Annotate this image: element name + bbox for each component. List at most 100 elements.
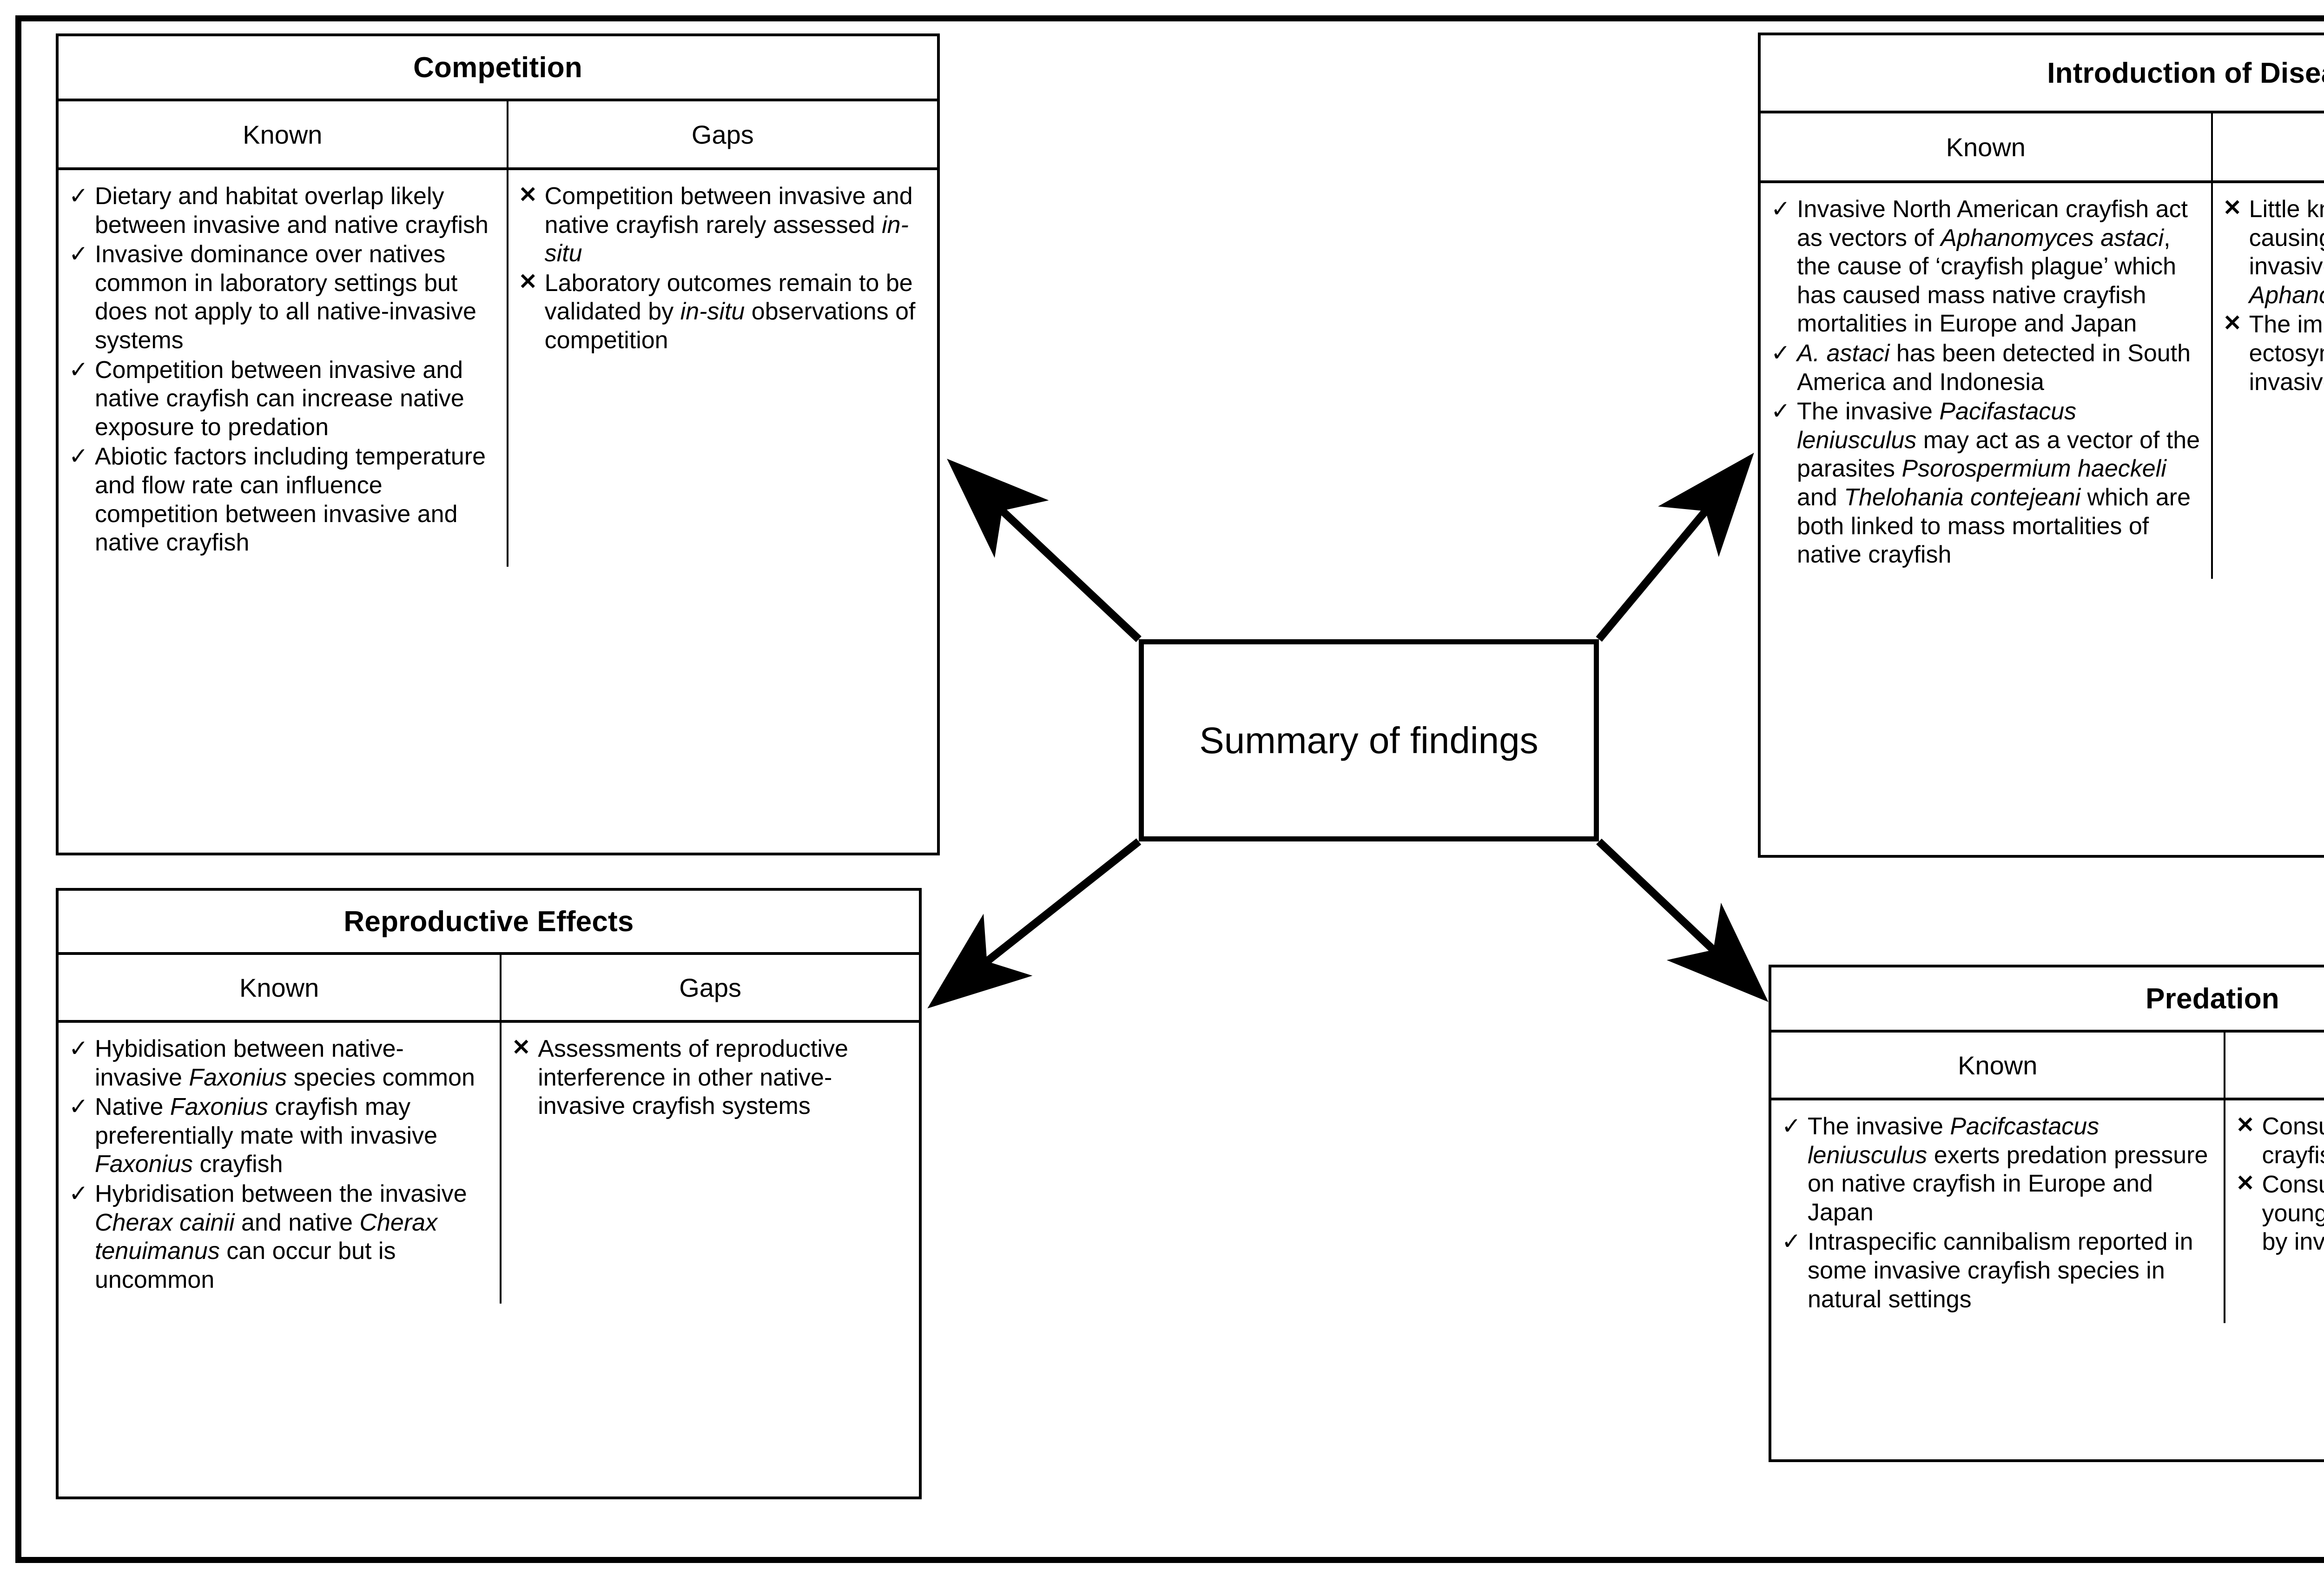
list-item: ✕ Laboratory outcomes remain to be valida… (516, 269, 928, 355)
check-icon: ✓ (69, 356, 88, 383)
cross-icon: ✕ (512, 1035, 531, 1060)
list-item-text: The invasive Pacifcastacus leniusculus e… (1808, 1113, 2208, 1226)
column-header-gaps: Gaps (691, 119, 754, 149)
quadrant-competition: Competition Known Gaps ✓ Dietary and habi… (56, 33, 940, 855)
arrow-to-competition (947, 458, 1142, 642)
check-icon: ✓ (69, 1035, 88, 1061)
column-header-known: Known (59, 955, 502, 1020)
gaps-list: ✕ Assessments of reproductive interferenc… (509, 1035, 910, 1121)
list-item-text: Abiotic factors including temperature an… (95, 443, 486, 556)
list-item-text: Consumption rates of juvenile or young-o… (2262, 1171, 2324, 1256)
cross-icon: ✕ (518, 183, 537, 207)
list-item-text: Native Faxonius crayfish may preferentia… (95, 1093, 437, 1178)
list-item: ✓ Hybidisation between native-invasive Fa… (66, 1035, 490, 1092)
list-item-text: Dietary and habitat overlap likely betwe… (95, 183, 489, 238)
gaps-list: ✕ Competition between invasive and native… (516, 182, 928, 355)
list-item: ✓A. astaci has been detected in South Am… (1768, 339, 2202, 397)
quadrant-title-disease: Introduction of Disease (1761, 35, 2324, 113)
cross-icon: ✕ (2236, 1113, 2255, 1138)
column-header-known: Known (1761, 113, 2213, 180)
known-list: ✓ The invasive Pacifcastacus leniusculus … (1779, 1112, 2214, 1314)
list-item-text: Laboratory outcomes remain to be validat… (544, 269, 916, 354)
gaps-cell: ✕ Little known about other disease-causin… (2213, 183, 2324, 579)
check-icon: ✓ (69, 183, 88, 209)
list-item: ✓ Competition between invasive and native… (66, 356, 497, 442)
arrow-to-disease (1596, 452, 1754, 642)
check-icon: ✓ (1771, 196, 1790, 222)
list-item-text: Hybidisation between native-invasive Fax… (95, 1035, 475, 1091)
list-item-text: Competition between invasive and native … (544, 183, 913, 267)
gaps-cell: ✕ Assessments of reproductive interferenc… (502, 1023, 919, 1304)
list-item: ✓ Dietary and habitat overlap likely betw… (66, 182, 497, 239)
list-item-text: Competition between invasive and native … (95, 356, 464, 441)
known-cell: ✓ The invasive Pacifcastacus leniusculus … (1771, 1100, 2226, 1324)
list-item: ✓ Abiotic factors including temperature a… (66, 443, 497, 557)
quadrant-body: ✓ Hybidisation between native-invasive Fa… (59, 1023, 919, 1304)
list-item: ✓ Intraspecific cannibalism reported in s… (1779, 1228, 2214, 1314)
quadrant-body: ✓ Dietary and habitat overlap likely betw… (59, 170, 937, 567)
list-item: ✓ The invasive Pacifastacus leniusculus m… (1768, 397, 2202, 569)
check-icon: ✓ (1782, 1113, 1801, 1139)
quadrant-title-competition: Competition (59, 36, 937, 101)
gaps-cell: ✕ Competition between invasive and native… (508, 170, 937, 567)
list-item-text: Assessments of reproductive interference… (538, 1035, 848, 1120)
center-node-label: Summary of findings (1199, 719, 1538, 761)
quadrant-title-predation: Predation (1771, 967, 2324, 1033)
list-item-text: Invasive North American crayfish act as … (1797, 196, 2188, 338)
list-item-text: Consumption of adult native crayfish by … (2262, 1113, 2324, 1169)
column-header-gaps: Gaps (679, 973, 742, 1002)
outer-border (15, 15, 2324, 1563)
arrow-to-predation (1596, 838, 1769, 1002)
list-item: ✓ The invasive Pacifcastacus leniusculus … (1779, 1112, 2214, 1227)
gaps-list: ✕ Little known about other disease-causin… (2220, 195, 2324, 397)
list-item: ✕ Consumption rates of juvenile or young-… (2233, 1171, 2324, 1257)
quadrant-reproductive-effects: Reproductive Effects Known Gaps ✓ Hybidis… (56, 888, 922, 1499)
list-item: ✕ Competition between invasive and native… (516, 182, 928, 268)
known-cell: ✓ Dietary and habitat overlap likely betw… (59, 170, 508, 567)
cross-icon: ✕ (2223, 196, 2242, 220)
list-item-text: The invasive Pacifastacus leniusculus ma… (1797, 398, 2200, 569)
list-item: ✓ Invasive North American crayfish act as… (1768, 195, 2202, 338)
list-item: ✓Invasive dominance over natives common … (66, 240, 497, 355)
known-list: ✓ Hybidisation between native-invasive Fa… (66, 1035, 490, 1294)
list-item-text: Little known about other disease-causing… (2249, 196, 2324, 309)
check-icon: ✓ (1771, 398, 1790, 424)
check-icon: ✓ (69, 443, 88, 470)
list-item-text: Intraspecific cannibalism reported in so… (1808, 1228, 2193, 1313)
check-icon: ✓ (69, 1093, 88, 1120)
list-item: ✓ Native Faxonius crayfish may preferenti… (66, 1093, 490, 1179)
list-item: ✕ Assessments of reproductive interferenc… (509, 1035, 910, 1121)
list-item: ✕ The impact of non-native ectosymbionts … (2220, 311, 2324, 397)
quadrant-disease: Introduction of Disease Known Gaps ✓ Inva… (1758, 33, 2324, 858)
quadrant-predation: Predation Known Gaps ✓ The invasive Pacif… (1769, 965, 2324, 1462)
quadrant-body: ✓ The invasive Pacifcastacus leniusculus … (1771, 1100, 2324, 1324)
center-node: Summary of findings (1139, 639, 1599, 841)
quadrant-header-row: Known Gaps (1761, 113, 2324, 183)
gaps-cell: ✕ Consumption of adult native crayfish by… (2225, 1100, 2324, 1323)
check-icon: ✓ (69, 1180, 88, 1207)
gaps-list: ✕ Consumption of adult native crayfish by… (2233, 1112, 2324, 1257)
quadrant-title-reproductive-effects: Reproductive Effects (59, 891, 919, 955)
list-item: ✕ Little known about other disease-causin… (2220, 195, 2324, 310)
cross-icon: ✕ (518, 269, 537, 294)
column-header-known: Known (1771, 1033, 2226, 1098)
quadrant-header-row: Known Gaps (1771, 1033, 2324, 1100)
cross-icon: ✕ (2223, 311, 2242, 336)
list-item: ✕ Consumption of adult native crayfish by… (2233, 1112, 2324, 1170)
arrow-to-reproductive (927, 838, 1142, 1009)
check-icon: ✓ (69, 241, 88, 267)
cross-icon: ✕ (2236, 1171, 2255, 1196)
column-header-known: Known (59, 101, 508, 167)
list-item-text: The impact of non-native ectosymbionts i… (2249, 311, 2324, 396)
known-list: ✓ Dietary and habitat overlap likely betw… (66, 182, 497, 557)
quadrant-header-row: Known Gaps (59, 101, 937, 170)
check-icon: ✓ (1771, 340, 1790, 366)
check-icon: ✓ (1782, 1228, 1801, 1255)
known-cell: ✓ Hybidisation between native-invasive Fa… (59, 1023, 502, 1304)
quadrant-header-row: Known Gaps (59, 955, 919, 1023)
quadrant-body: ✓ Invasive North American crayfish act as… (1761, 183, 2324, 579)
known-list: ✓ Invasive North American crayfish act as… (1768, 195, 2202, 569)
list-item: ✓Hybridisation between the invasive Cher… (66, 1180, 490, 1294)
